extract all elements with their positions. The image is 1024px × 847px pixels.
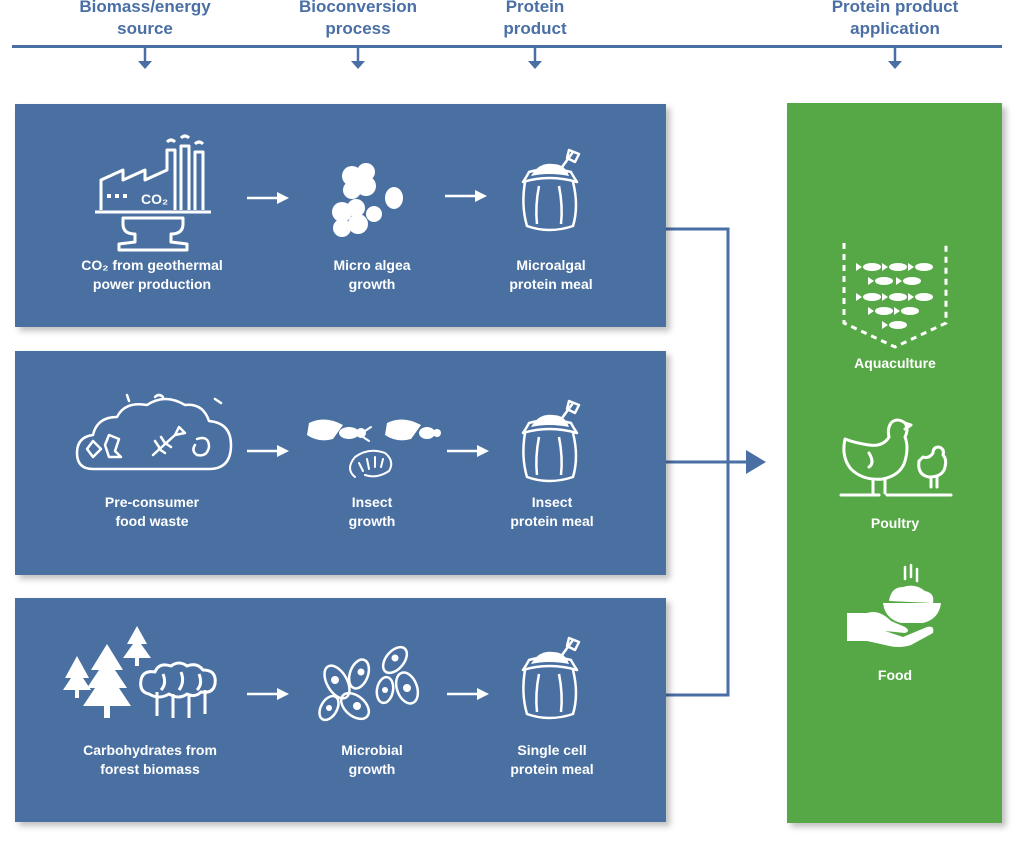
header-arrows — [138, 48, 902, 69]
arrow-right-icon — [447, 445, 489, 457]
header-line: Biomass/energy — [79, 0, 211, 16]
fish-pen-icon — [842, 243, 948, 349]
protein-sack-icon — [521, 148, 581, 232]
hand-bowl-icon — [847, 563, 941, 647]
header-line: process — [325, 19, 391, 38]
arrow-down-icon — [888, 48, 902, 69]
pathway-row-algae: CO₂ CO₂ from geothermal power production… — [15, 104, 666, 327]
product-label: Insect protein meal — [452, 493, 652, 531]
source-label: CO₂ from geothermal power production — [52, 256, 252, 294]
arrow-down-icon — [528, 48, 542, 69]
chickens-icon — [839, 418, 953, 497]
application-panel: Aquaculture Poultry Food — [787, 103, 1002, 823]
header-line: product — [503, 19, 567, 38]
label-line: Insect — [351, 494, 393, 510]
product-label: Single cell protein meal — [452, 741, 652, 779]
label-line: Pre-consumer — [104, 494, 200, 510]
protein-sack-icon — [521, 399, 581, 483]
source-label: Carbohydrates from forest biomass — [50, 741, 250, 779]
label-line: Microalgal — [516, 257, 586, 273]
arrow-down-icon — [138, 48, 152, 69]
label-line: protein meal — [509, 276, 593, 292]
label-line: Insect — [531, 494, 573, 510]
insects-icon — [307, 419, 441, 478]
label-line: Microbial — [341, 742, 403, 758]
header-protein-product-application: Protein product application — [810, 0, 980, 40]
microbial-cells-icon — [318, 645, 420, 722]
header-line: Bioconversion — [298, 0, 418, 16]
co2-icon-text: CO₂ — [141, 191, 168, 207]
process-label: Micro algea growth — [272, 256, 472, 294]
fish-icon — [868, 277, 893, 285]
label-line: protein meal — [510, 761, 594, 777]
fish-icon — [894, 307, 919, 315]
arrow-right-icon — [247, 192, 289, 204]
label-line: forest biomass — [100, 761, 200, 777]
fish-icon — [868, 307, 893, 315]
label-line: Micro algea — [333, 257, 411, 273]
label-line: growth — [348, 276, 396, 292]
header-protein-product: Protein product — [450, 0, 620, 40]
fish-icon — [908, 263, 933, 271]
fish-icon — [896, 277, 921, 285]
protein-sack-icon — [521, 636, 581, 720]
algae-cells-icon — [332, 163, 403, 237]
pathway-row-insect: Pre-consumer food waste Insect growth In… — [15, 351, 666, 575]
application-label-poultry: Poultry — [870, 515, 920, 531]
label-line: CO₂ from geothermal — [81, 257, 223, 273]
fish-icon — [908, 293, 933, 301]
fish-icon — [882, 263, 907, 271]
application-label-food: Food — [877, 667, 913, 683]
process-label: Insect growth — [272, 493, 472, 531]
fish-icon — [856, 293, 881, 301]
fish-icon — [882, 321, 907, 329]
source-label: Pre-consumer food waste — [52, 493, 252, 531]
header-line: source — [117, 19, 173, 38]
fish-icon — [882, 293, 907, 301]
header-bioconversion-process: Bioconversion process — [273, 0, 443, 40]
arrow-right-icon — [746, 450, 766, 474]
factory-co2-icon: CO₂ — [95, 134, 211, 252]
fish-icon — [856, 263, 881, 271]
label-line: protein meal — [510, 513, 594, 529]
label-line: food waste — [115, 513, 189, 529]
label-line: power production — [92, 276, 212, 292]
food-waste-cloud-icon — [75, 393, 233, 471]
header-line: Protein — [505, 0, 565, 16]
arrow-right-icon — [247, 688, 289, 700]
process-label: Microbial growth — [272, 741, 472, 779]
label-line: Single cell — [517, 742, 587, 758]
product-label: Microalgal protein meal — [451, 256, 651, 294]
pathway-row-microbial: Carbohydrates from forest biomass Microb… — [15, 598, 666, 822]
header-divider-line — [12, 45, 1002, 48]
label-line: growth — [348, 513, 396, 529]
forest-trees-icon — [63, 626, 217, 718]
header-biomass-energy-source: Biomass/energy source — [60, 0, 230, 40]
application-label-aquaculture: Aquaculture — [854, 355, 936, 371]
arrow-right-icon — [445, 190, 487, 202]
arrow-down-icon — [351, 48, 365, 69]
label-line: Carbohydrates from — [83, 742, 217, 758]
header-line: application — [850, 19, 940, 38]
arrow-right-icon — [247, 445, 289, 457]
header-line: Protein product — [831, 0, 959, 16]
arrow-right-icon — [447, 688, 489, 700]
label-line: growth — [348, 761, 396, 777]
